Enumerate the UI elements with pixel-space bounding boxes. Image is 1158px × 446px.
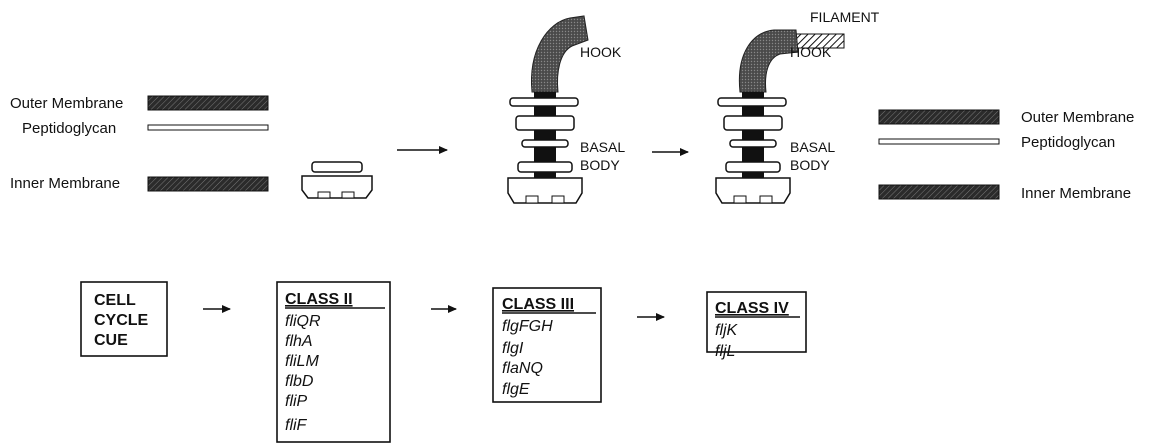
class-2-gene-1: fliQR: [285, 313, 321, 330]
class-2-gene-5: fliP: [285, 393, 308, 410]
peptidoglycan-label-left: Peptidoglycan: [22, 120, 116, 137]
cue-line-2: CYCLE: [94, 312, 149, 329]
switch-foot-a-stage3: [734, 196, 746, 203]
filament-label: FILAMENT: [810, 9, 880, 25]
basal-label-stage3: BASAL: [790, 139, 835, 155]
class-2-gene-3: fliLM: [285, 353, 319, 370]
class-3-gene-1: flgFGH: [502, 318, 553, 335]
switch-complex: [302, 176, 372, 198]
ms-ring-b-stage2: [518, 162, 572, 172]
cell-cycle-cue-box: CELL CYCLE CUE: [81, 282, 167, 356]
class-4-box: CLASS IV fljK fljL: [707, 292, 806, 360]
p-ring-stage3: [724, 116, 782, 130]
switch-foot-left: [318, 192, 330, 198]
cue-line-1: CELL: [94, 292, 136, 309]
body-label-stage2: BODY: [580, 157, 620, 173]
l-ring-stage2: [510, 98, 578, 106]
class-2-title: CLASS II: [285, 291, 353, 308]
inner-membrane-label-right: Inner Membrane: [1021, 185, 1131, 202]
stage3-complete-flagellum: FILAMENT HOOK BASAL BODY: [716, 9, 880, 203]
class-3-title: CLASS III: [502, 296, 574, 313]
peptidoglycan-label-right: Peptidoglycan: [1021, 134, 1115, 151]
hook-stage3: [739, 30, 798, 92]
cue-line-3: CUE: [94, 332, 128, 349]
inner-membrane-label-left: Inner Membrane: [10, 175, 120, 192]
class-4-title: CLASS IV: [715, 300, 789, 317]
right-membrane-stack: Outer Membrane Peptidoglycan Inner Membr…: [879, 109, 1134, 202]
ms-ring: [312, 162, 362, 172]
switch-stage2: [508, 178, 582, 203]
class-2-gene-2: flhA: [285, 333, 313, 350]
class-2-gene-4: flbD: [285, 373, 314, 390]
class-4-gene-2: fljL: [715, 343, 735, 360]
switch-foot-a-stage2: [526, 196, 538, 203]
outer-membrane-label-left: Outer Membrane: [10, 95, 123, 112]
stage2-hook-basal-body: HOOK BASAL BODY: [508, 16, 625, 203]
outer-membrane-label-right: Outer Membrane: [1021, 109, 1134, 126]
ms-ring-b-stage3: [726, 162, 780, 172]
peptidoglycan-bar-left: [148, 125, 268, 130]
outer-membrane-bar-left: [148, 96, 268, 110]
class-4-gene-1: fljK: [715, 322, 739, 339]
hook-label-stage3: HOOK: [790, 44, 832, 60]
stage1-basal-rings: [302, 162, 372, 198]
body-label-stage3: BODY: [790, 157, 830, 173]
ms-ring-a-stage3: [730, 140, 776, 147]
switch-stage3: [716, 178, 790, 203]
class-3-gene-2: flgI: [502, 340, 524, 357]
left-membrane-stack: Outer Membrane Peptidoglycan Inner Membr…: [10, 95, 268, 192]
outer-membrane-bar-right: [879, 110, 999, 124]
ms-ring-a-stage2: [522, 140, 568, 147]
switch-foot-right: [342, 192, 354, 198]
l-ring-stage3: [718, 98, 786, 106]
class-3-gene-4: flgE: [502, 381, 530, 398]
class-3-box: CLASS III flgFGH flgI flaNQ flgE: [493, 288, 601, 402]
inner-membrane-bar-left: [148, 177, 268, 191]
hook-label-stage2: HOOK: [580, 44, 622, 60]
switch-foot-b-stage3: [760, 196, 772, 203]
class-2-gene-6: fliF: [285, 417, 308, 434]
class-3-gene-3: flaNQ: [502, 360, 543, 377]
peptidoglycan-bar-right: [879, 139, 999, 144]
inner-membrane-bar-right: [879, 185, 999, 199]
switch-foot-b-stage2: [552, 196, 564, 203]
class-2-box: CLASS II fliQR flhA fliLM flbD fliP fliF: [277, 282, 390, 442]
basal-label-stage2: BASAL: [580, 139, 625, 155]
p-ring-stage2: [516, 116, 574, 130]
